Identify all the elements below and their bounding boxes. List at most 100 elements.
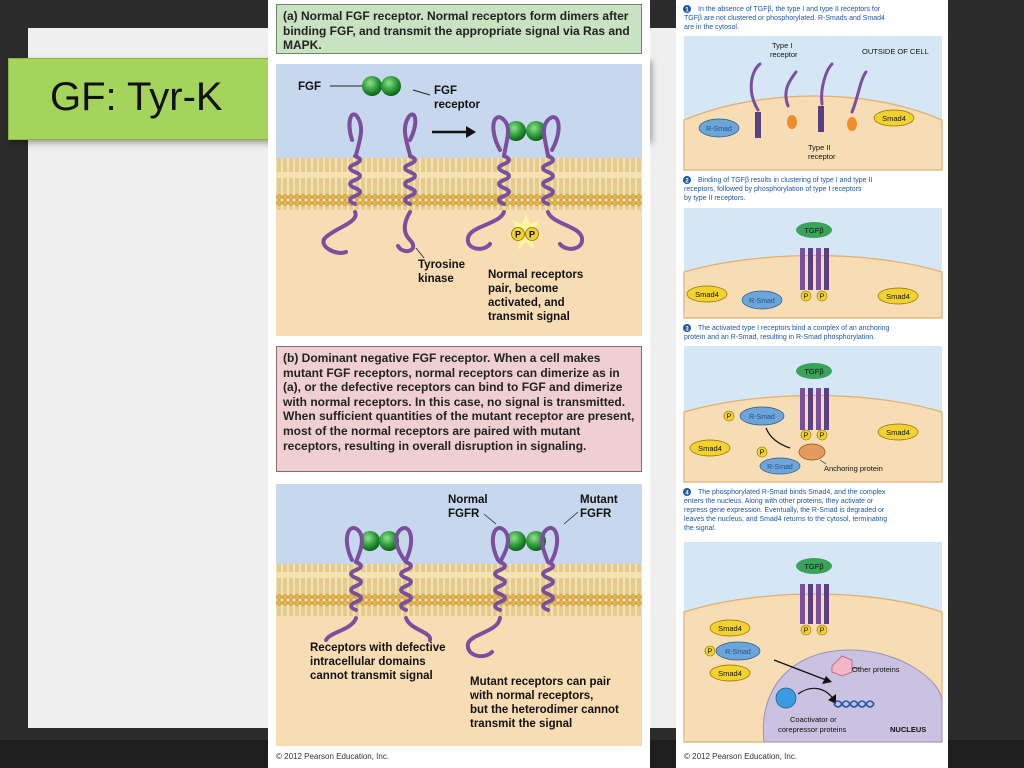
step-number: 1 [685, 8, 689, 14]
copyright-left: © 2012 Pearson Education, Inc. [276, 752, 390, 761]
label-type2: Type II [808, 143, 831, 152]
extracellular-region [276, 484, 642, 564]
label-type2: receptor [808, 152, 836, 161]
step4-text: enters the nucleus. Along with other pro… [684, 498, 874, 505]
step4-text: the signal. [684, 525, 716, 532]
copyright-right: © 2012 Pearson Education, Inc. [684, 752, 798, 761]
caption-a-lead: (a) Normal FGF receptor. [283, 9, 424, 23]
label-normal-receptors: pair, become [488, 283, 558, 295]
p-label: P [819, 292, 824, 301]
fgf-receptor [321, 112, 364, 255]
smad4-label: Smad4 [886, 428, 910, 437]
smad4-label: Smad4 [718, 669, 742, 678]
step4-text: leaves the nucleus, and Smad4 returns to… [684, 516, 887, 523]
label-mutant-pair: transmit the signal [470, 718, 572, 730]
label-mutant-pair: Mutant receptors can pair [470, 676, 611, 688]
label-defective: Receptors with defective [310, 642, 445, 654]
p-label: P [819, 626, 824, 635]
smad4-label: Smad4 [698, 444, 722, 453]
tgf-panel: 1 In the absence of TGFβ, the type I and… [683, 5, 943, 743]
panel-b: Normal FGFR Mutant FGFR Receptors with d… [276, 484, 642, 746]
label-mutant-fgfr: Mutant [580, 494, 618, 506]
step2-text: receptors, followed by phosphorylation o… [684, 186, 862, 193]
tgfb-label: TGFβ [804, 226, 824, 235]
phosphate-label: P [529, 230, 535, 240]
step-number: 4 [685, 491, 689, 497]
rsmad-label: R-Smad [749, 414, 775, 421]
fgf-ligand [362, 76, 382, 96]
label-outside: OUTSIDE OF CELL [862, 47, 929, 56]
membrane [276, 158, 642, 210]
p-label: P [803, 626, 808, 635]
step4-text: The phosphorylated R-Smad binds Smad4, a… [698, 489, 886, 496]
label-coactivator: Coactivator or [790, 715, 837, 724]
fgf-ligand [381, 76, 401, 96]
step1-text: In the absence of TGFβ, the type I and t… [698, 6, 881, 13]
slide-title: GF: Tyr-K [50, 75, 223, 119]
step-number: 2 [685, 179, 689, 185]
label-normal-receptors: activated, and [488, 297, 565, 309]
step3-text: The activated type I receptors bind a co… [698, 325, 890, 332]
rsmad-label: R-Smad [749, 298, 775, 305]
tgfb-label: TGFβ [804, 562, 824, 571]
panel-a: P P FGF FGF receptor Tyrosine kinase Nor… [276, 64, 642, 336]
label-tyrosine-kinase: Tyrosine [418, 259, 465, 271]
label-fgf-receptor: receptor [434, 99, 481, 111]
label-anchoring: Anchoring protein [824, 464, 883, 473]
label-normal-receptors: transmit signal [488, 311, 570, 323]
label-mutant-fgfr: FGFR [580, 508, 612, 520]
rsmad-label: R-Smad [767, 464, 793, 471]
label-defective: intracellular domains [310, 656, 426, 668]
phosphate-label: P [515, 230, 521, 240]
cytoplasm [276, 616, 642, 746]
caption-panel-b: (b) Dominant negative FGF receptor. When… [276, 346, 642, 472]
label-normal-fgfr: Normal [448, 494, 488, 506]
label-fgf-receptor: FGF [434, 85, 457, 97]
smad4-label: Smad4 [718, 624, 742, 633]
caption-panel-a: (a) Normal FGF receptor. Normal receptor… [276, 4, 642, 54]
phosphate [525, 227, 539, 241]
label-normal-fgfr: FGFR [448, 508, 480, 520]
label-tyrosine-kinase: kinase [418, 273, 454, 285]
step3-text: protein and an R-Smad, resulting in R-Sm… [684, 334, 875, 341]
fgf-receptor [396, 112, 418, 254]
normal-receptor-pair [324, 526, 432, 642]
p-label: P [803, 292, 808, 301]
p-label: P [707, 647, 712, 656]
caption-b-body: When a cell makes mutant FGF receptors, … [283, 351, 635, 453]
rsmad-label: R-Smad [725, 649, 751, 656]
cytoplasm [276, 210, 642, 336]
step2-text: by type II receptors. [684, 195, 746, 202]
p-label: P [726, 412, 731, 421]
membrane [276, 564, 642, 616]
step1-text: TGFβ are not clustered or phosphorylated… [684, 15, 885, 22]
label-nucleus: NUCLEUS [890, 725, 926, 734]
label-coactivator: corepressor proteins [778, 725, 847, 734]
p-label: P [803, 431, 808, 440]
step1-text: are in the cytosol. [684, 24, 739, 31]
label-mutant-pair: with normal receptors, [469, 690, 593, 702]
label-other-proteins: Other proteins [852, 665, 900, 674]
smad4-label: Smad4 [695, 290, 719, 299]
label-type1: Type I [772, 41, 792, 50]
step2-text: Binding of TGFβ results in clustering of… [698, 177, 872, 184]
label-type1: receptor [770, 50, 798, 59]
label-defective: cannot transmit signal [310, 670, 433, 682]
tgfb-label: TGFβ [804, 367, 824, 376]
p-label: P [819, 431, 824, 440]
smad4-label: Smad4 [886, 292, 910, 301]
step-number: 3 [685, 327, 689, 333]
caption-a-body: Normal receptors form dimers after bindi… [283, 9, 630, 52]
label-normal-receptors: Normal receptors [488, 269, 583, 281]
caption-b-lead: (b) Dominant negative FGF receptor. [283, 351, 491, 365]
step4-text: repress gene expression. Eventually, the… [684, 507, 885, 514]
phosphate [511, 227, 525, 241]
extracellular-region [276, 64, 642, 158]
p-label: P [759, 448, 764, 457]
smad4-label: Smad4 [882, 114, 906, 123]
rsmad-label: R-Smad [706, 126, 732, 133]
receptor-dimer [465, 115, 585, 251]
label-mutant-pair: but the heterodimer cannot [470, 704, 619, 716]
label-fgf: FGF [298, 81, 321, 93]
